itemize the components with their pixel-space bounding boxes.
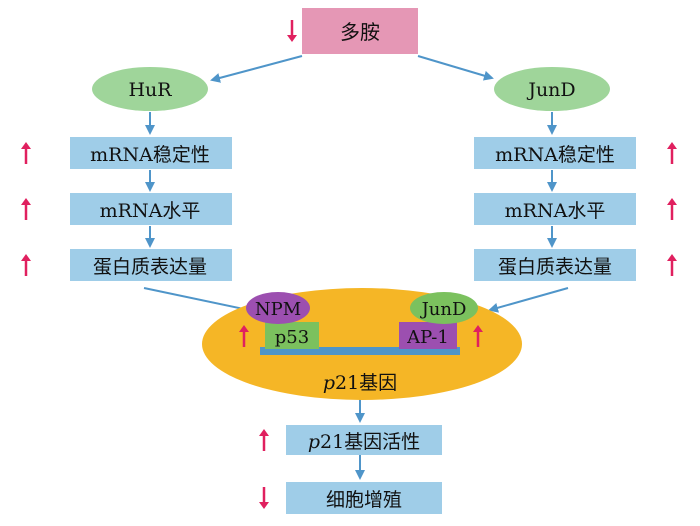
left-step-label-1: mRNA稳定性 — [90, 144, 210, 166]
left-protein-trend-arrow — [21, 254, 31, 276]
promoter-jund-ellipse — [410, 292, 478, 324]
right-level-trend-arrow — [667, 198, 677, 220]
p21-activity-italic: p — [308, 431, 320, 453]
left-stability-trend-arrow — [21, 142, 31, 164]
polyamine-label: 多胺 — [340, 20, 380, 44]
output-boxes: p21基因活性 细胞增殖 — [286, 425, 442, 514]
arrow-polyamine-to-jund — [417, 55, 494, 81]
jund-node: JunD — [494, 67, 610, 111]
arrow-right-protein-to-jund — [488, 287, 569, 313]
connector-arrows — [143, 55, 569, 480]
p21-gene-label: p21基因 — [323, 372, 397, 394]
p21-activity-label: p21基因活性 — [308, 431, 420, 453]
right-protein-trend-arrow — [667, 254, 677, 276]
hur-ellipse — [92, 67, 208, 111]
right-step-box-3 — [474, 249, 636, 281]
right-step-box-1 — [474, 137, 636, 169]
p21-activity-box — [286, 425, 442, 455]
right-step-label-3: 蛋白质表达量 — [498, 256, 612, 278]
ap1-label: AP-1 — [406, 327, 449, 348]
right-step-boxes: mRNA稳定性 mRNA水平 蛋白质表达量 — [474, 137, 636, 281]
right-step-label-2: mRNA水平 — [505, 200, 606, 222]
p53-label: p53 — [275, 327, 309, 348]
dna-bar — [260, 347, 460, 355]
jund-label: JunD — [526, 79, 575, 101]
left-step-label-3: 蛋白质表达量 — [93, 256, 207, 278]
polyamine-node: 多胺 — [302, 8, 418, 54]
promoter-jund-label: JunD — [420, 299, 467, 320]
npm-trend-arrow — [239, 325, 249, 347]
nucleus-region: p53 AP-1 NPM JunD p21基因 — [202, 288, 522, 400]
p21-gene-rest: 21基因 — [335, 372, 397, 394]
trend-indicators — [21, 20, 677, 509]
right-stability-trend-arrow — [667, 142, 677, 164]
npm-ellipse — [246, 292, 310, 324]
proliferation-trend-arrow — [259, 487, 269, 509]
p21-activity-rest: 21基因活性 — [320, 431, 420, 453]
proliferation-label: 细胞增殖 — [326, 489, 402, 511]
p53-box — [265, 322, 319, 349]
right-step-label-1: mRNA稳定性 — [495, 144, 615, 166]
hur-label: HuR — [128, 79, 172, 101]
left-step-boxes: mRNA稳定性 mRNA水平 蛋白质表达量 — [70, 137, 232, 281]
polyamine-box — [302, 8, 418, 54]
left-level-trend-arrow — [21, 198, 31, 220]
arrow-polyamine-to-hur — [210, 55, 303, 83]
ap1-box — [399, 322, 457, 349]
left-step-box-3 — [70, 249, 232, 281]
polyamine-trend-arrow — [287, 20, 297, 42]
proliferation-box — [286, 482, 442, 514]
arrow-left-protein-to-npm — [143, 287, 260, 316]
ap1-trend-arrow — [473, 325, 483, 347]
left-step-box-2 — [70, 193, 232, 225]
p21-gene-italic: p — [323, 372, 335, 394]
left-step-box-1 — [70, 137, 232, 169]
jund-ellipse — [494, 67, 610, 111]
hur-node: HuR — [92, 67, 208, 111]
right-step-box-2 — [474, 193, 636, 225]
left-step-label-2: mRNA水平 — [100, 200, 201, 222]
p21-activity-trend-arrow — [259, 429, 269, 451]
npm-label: NPM — [255, 299, 301, 320]
